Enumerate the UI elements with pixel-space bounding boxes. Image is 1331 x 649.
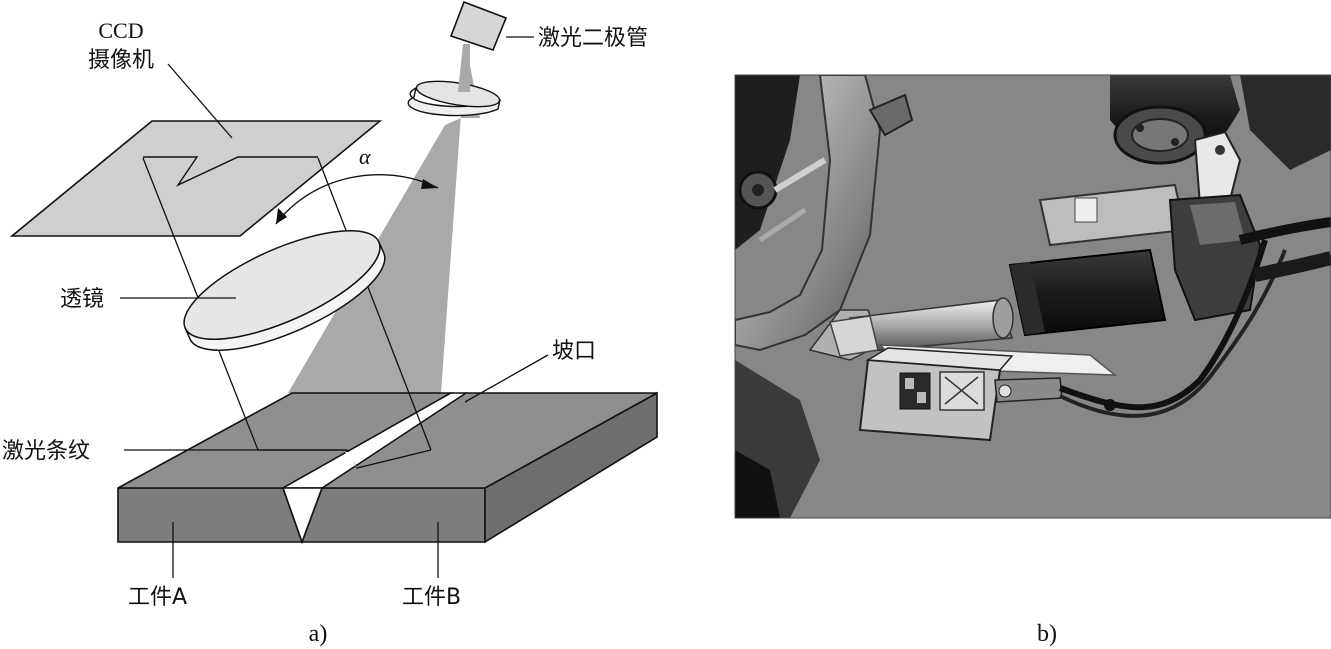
laser-beam-narrow [458,44,470,92]
lens [183,230,386,351]
ccd-image-plane [9,120,383,237]
cylindrical-lens [407,80,501,117]
laser-diode-box [449,0,508,51]
caption-b: b) [1037,621,1057,647]
groove-v-face [281,487,324,545]
welding-robot-photo [735,75,1331,518]
groove-label: 坡口 [552,339,596,364]
photo-frame [734,74,1331,519]
ccd-label-line1: CCD [98,18,143,43]
leader-ccd [167,63,233,139]
workpiece-a-label: 工件A [128,585,187,610]
ccd-label-line2: 摄像机 [88,48,154,73]
laser-stripe-groove [345,452,357,468]
laser-diode-label: 激光二极管 [538,26,648,51]
caption-a: a) [309,621,328,647]
laser-beam-fan [288,44,480,393]
angle-arrowhead-right [421,179,438,189]
angle-arrowhead-left [276,208,287,224]
laser-vision-schematic: CCD 摄像机 激光二极管 α 透镜 坡口 激光条纹 工件A 工件B a) [2,0,658,647]
workpiece-b-label: 工件B [402,585,461,610]
projection-line-right [317,157,432,451]
ccd-stripe-image [143,156,318,187]
laser-stripe-label: 激光条纹 [2,439,90,464]
leader-groove [464,354,549,403]
angle-alpha-arc [275,174,439,225]
alpha-label: α [359,144,371,169]
workpiece-a-front [117,487,304,543]
lens-label: 透镜 [60,287,104,312]
workpiece-b-front [300,487,486,543]
